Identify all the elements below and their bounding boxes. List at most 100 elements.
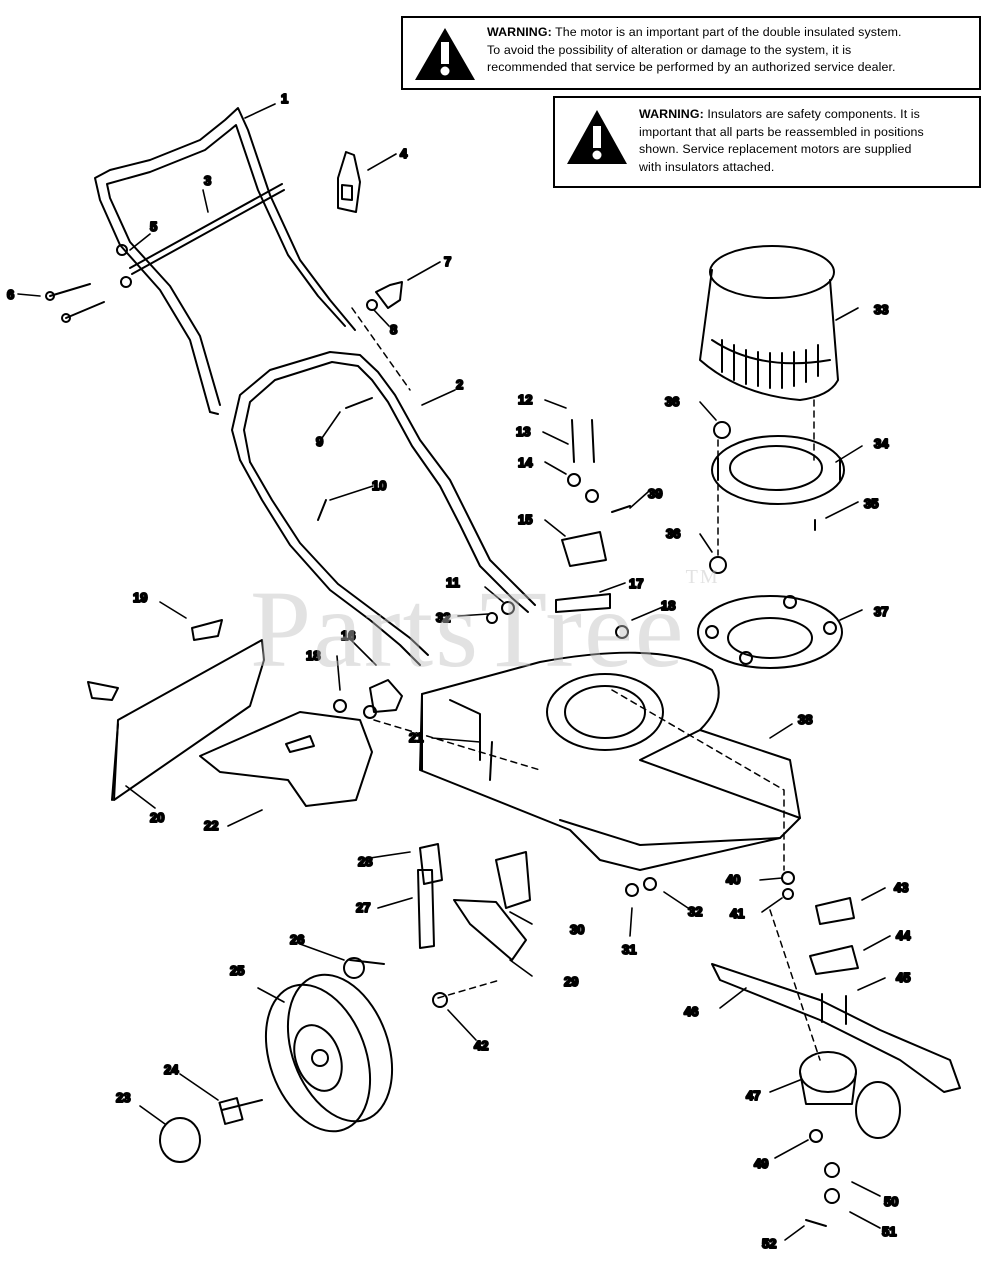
- warning-triangle-icon: [567, 110, 627, 164]
- blade-bolts: [821, 993, 847, 1025]
- insulator-warning-text: WARNING: Insulators are safety component…: [639, 106, 924, 176]
- callout-leaders: [17, 103, 891, 1241]
- callout-label: 24: [164, 1062, 179, 1077]
- bottom-plate: [697, 595, 843, 669]
- blade-adapter: [799, 1051, 901, 1139]
- motor-cover: [699, 245, 839, 401]
- cross-bar: [129, 183, 283, 269]
- washer: [432, 992, 448, 1008]
- upper-handle: [94, 107, 356, 415]
- wheel-bracket: [453, 899, 527, 961]
- nut: [625, 883, 639, 897]
- rear-deflector: [199, 711, 373, 807]
- callout-label: 7: [444, 254, 451, 269]
- callout-label: 32: [436, 610, 450, 625]
- callout-label: 30: [570, 922, 584, 937]
- bolt: [489, 741, 493, 781]
- nut: [486, 612, 498, 624]
- handle-nut: [120, 276, 132, 288]
- hinge-clip: [87, 681, 119, 701]
- nut: [333, 699, 347, 713]
- callout-labels: 1 2 3 4 5 6 7 8 9 10 11 12 13 14 15 16 1…: [6, 90, 912, 1252]
- handle-knob: [375, 281, 403, 309]
- callout-label: 3: [204, 173, 211, 188]
- nut: [615, 625, 629, 639]
- cable-clamp: [337, 151, 361, 213]
- callout-label: 51: [882, 1224, 896, 1239]
- callout-label: 21: [409, 730, 423, 745]
- nut: [363, 705, 377, 719]
- callout-label: 13: [516, 424, 530, 439]
- callout-label: 16: [341, 628, 355, 643]
- cotter-pin: [317, 499, 327, 521]
- wheel: [264, 973, 394, 1133]
- callout-label: 25: [230, 963, 244, 978]
- callout-label: 42: [474, 1038, 488, 1053]
- callout-label: 22: [204, 818, 218, 833]
- insulator: [709, 556, 727, 574]
- callout-label: 39: [648, 486, 662, 501]
- mower-deck: [419, 651, 801, 871]
- callout-label: 20: [150, 810, 164, 825]
- insulator-warning-box: WARNING: Insulators are safety component…: [553, 96, 981, 188]
- warning-line: important that all parts be reassembled …: [639, 124, 924, 139]
- callout-label: 15: [518, 512, 532, 527]
- callout-label: 44: [896, 928, 911, 943]
- washer: [643, 877, 657, 891]
- callout-label: 10: [372, 478, 386, 493]
- adjuster-cap: [419, 843, 443, 885]
- warning-line: recommended that service be performed by…: [487, 60, 896, 74]
- mower-blade: [711, 963, 961, 1093]
- callout-label: 49: [754, 1156, 768, 1171]
- callout-label: 52: [762, 1236, 776, 1251]
- warning-lead: WARNING:: [639, 107, 704, 121]
- callout-label: 9: [316, 434, 323, 449]
- warning-line: with insulators attached.: [639, 159, 775, 174]
- warning-line: shown. Service replacement motors are su…: [639, 142, 912, 156]
- cotter-pin: [805, 1219, 827, 1227]
- washer: [809, 1129, 823, 1143]
- callout-label: 40: [726, 872, 740, 887]
- callout-label: 28: [358, 854, 372, 869]
- warning-line: To avoid the possibility of alteration o…: [487, 42, 852, 57]
- callout-label: 23: [116, 1090, 130, 1105]
- washer: [782, 888, 794, 900]
- callout-label: 47: [746, 1088, 760, 1103]
- nut: [781, 871, 795, 885]
- callout-label: 41: [730, 906, 744, 921]
- callout-label: 11: [446, 575, 460, 590]
- warning-line: Insulators are safety components. It is: [707, 107, 920, 121]
- callout-label: 5: [150, 219, 157, 234]
- callout-label: 35: [864, 496, 878, 511]
- callout-label: 12: [518, 392, 532, 407]
- washer: [366, 299, 378, 311]
- rear-chute-door: [111, 639, 265, 801]
- washer: [824, 1188, 840, 1204]
- lower-handle: [231, 351, 536, 666]
- hinge-clip: [191, 619, 223, 641]
- bracket-plate: [555, 593, 611, 613]
- callout-label: 27: [356, 900, 370, 915]
- callout-label: 8: [390, 322, 397, 337]
- callout-label: 38: [798, 712, 812, 727]
- callout-label: 50: [884, 1194, 898, 1209]
- callout-label: 2: [456, 377, 463, 392]
- handle-nut: [116, 244, 128, 256]
- callout-label: 4: [400, 146, 408, 161]
- callout-label: 19: [133, 590, 147, 605]
- callout-label: 32: [688, 904, 702, 919]
- callout-label: 29: [564, 974, 578, 989]
- axle-bolt: [221, 1099, 263, 1111]
- assembly-guide-lines: [351, 307, 821, 1061]
- callout-label: 34: [874, 436, 889, 451]
- washer: [501, 601, 515, 615]
- callout-label: 18: [306, 648, 320, 663]
- carriage-bolts: [45, 283, 105, 323]
- callout-label: 36: [666, 526, 680, 541]
- nut: [585, 489, 599, 503]
- blade-plate: [815, 897, 855, 925]
- height-lever: [417, 869, 435, 949]
- cross-bar-edge: [131, 189, 285, 275]
- callout-label: 36: [665, 394, 679, 409]
